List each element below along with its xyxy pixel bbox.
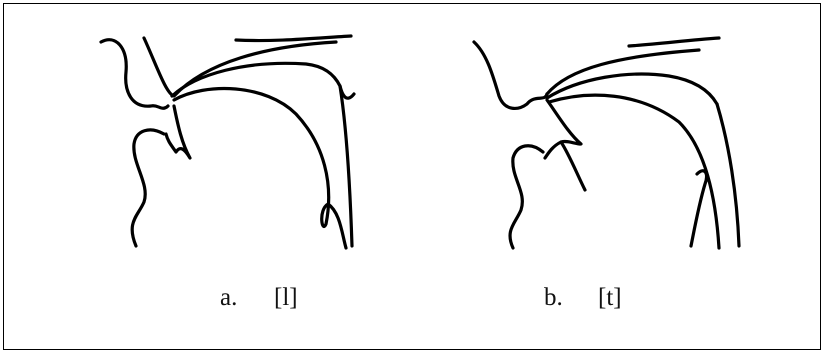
caption-b: b.[t] — [544, 284, 622, 324]
vocal-tract-outline-t — [469, 34, 739, 254]
vocal-tract-outline-l — [96, 34, 366, 254]
caption-b-symbol: [t] — [598, 284, 622, 311]
caption-b-letter: b. — [544, 284, 598, 312]
caption-a-symbol: [l] — [274, 284, 298, 311]
vocal-tract-diagram-t — [469, 34, 739, 254]
figure-frame: a.[l] b.[t] — [3, 3, 821, 350]
caption-a-letter: a. — [220, 284, 274, 312]
caption-a: a.[l] — [220, 284, 298, 324]
vocal-tract-diagram-l — [96, 34, 366, 254]
